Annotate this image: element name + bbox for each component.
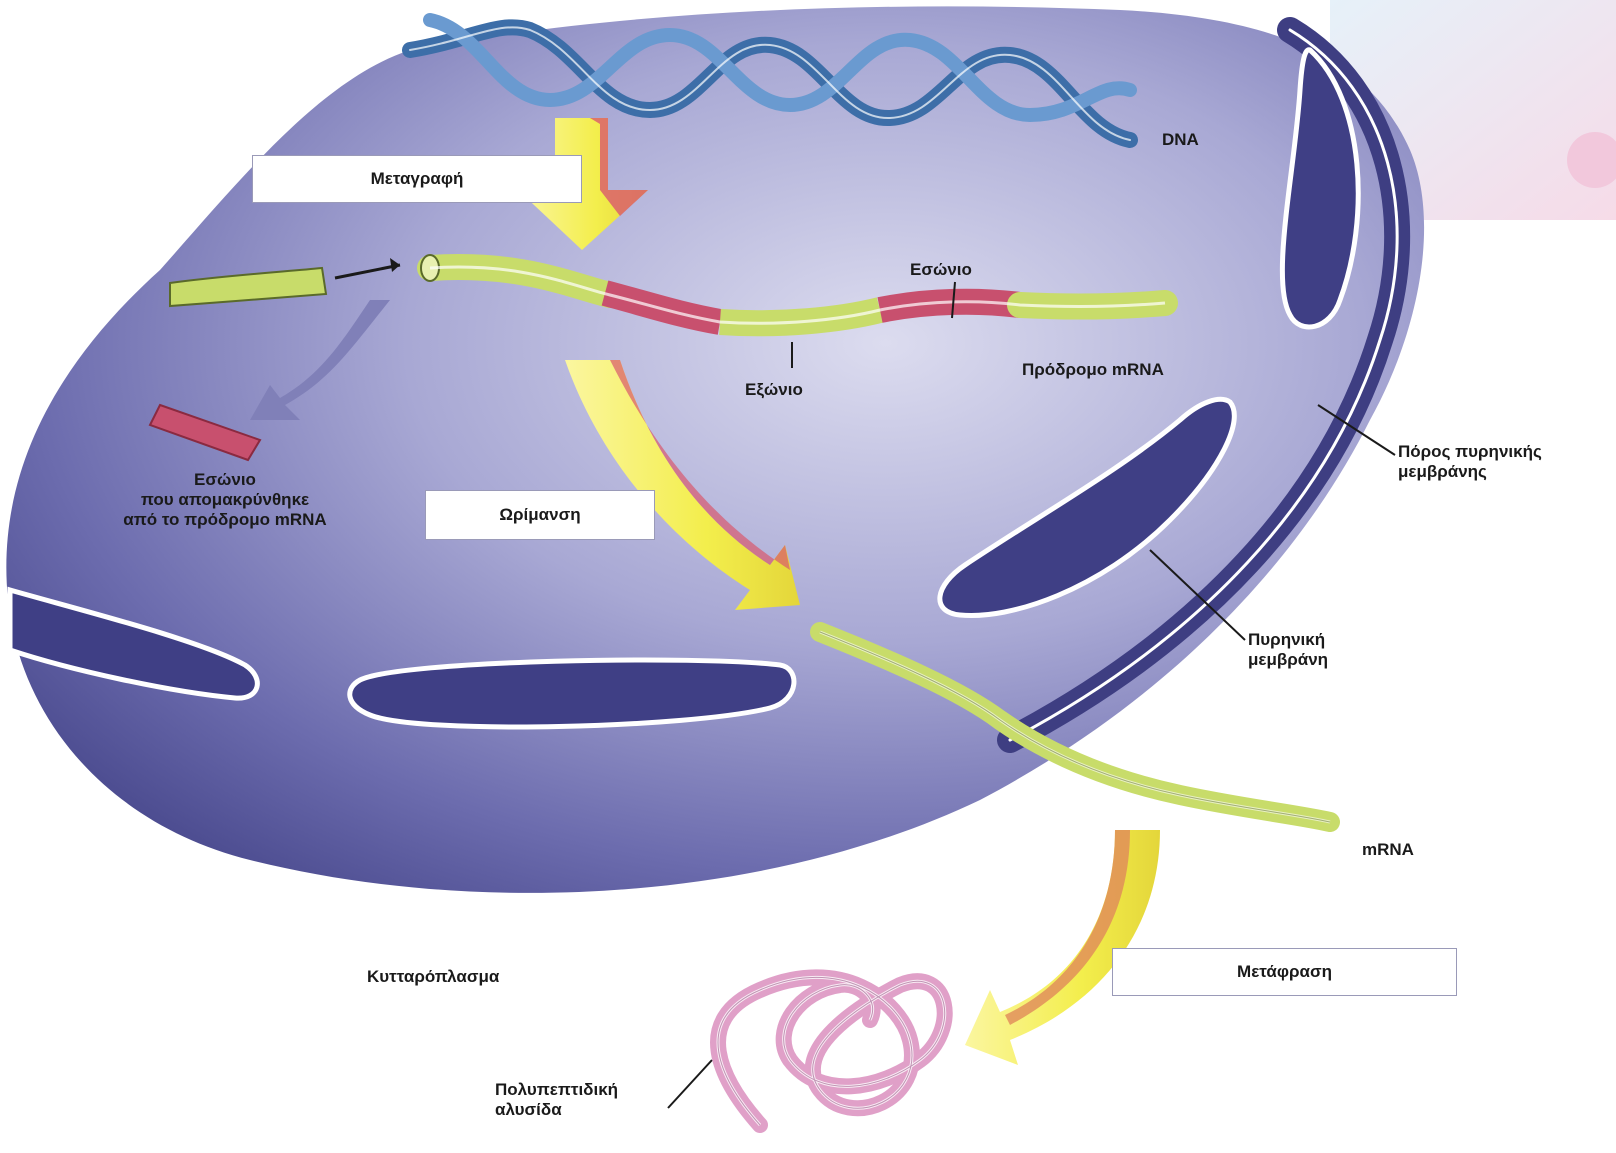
pre-mrna-label: Πρόδρομο mRNA [1022, 360, 1164, 380]
polypeptide-label: Πολυπεπτιδική αλυσίδα [495, 1080, 618, 1120]
nuclear-pore-label: Πόρος πυρηνικής μεμβράνης [1398, 442, 1542, 482]
translation-label: Μετάφραση [1237, 962, 1332, 982]
removed-intron-line-1: Εσώνιο [80, 470, 370, 490]
transcription-box: Μεταγραφή [252, 155, 582, 203]
removed-intron-line-3: από το πρόδρομο mRNA [80, 510, 370, 530]
polypeptide-line-2: αλυσίδα [495, 1100, 618, 1120]
removed-intron-label: Εσώνιο που απομακρύνθηκε από το πρόδρομο… [80, 470, 370, 530]
maturation-box: Ωρίμανση [425, 490, 655, 540]
polypeptide-line-1: Πολυπεπτιδική [495, 1080, 618, 1100]
nuclear-pore-line-1: Πόρος πυρηνικής [1398, 442, 1542, 462]
nuclear-membrane-label: Πυρηνική μεμβράνη [1248, 630, 1328, 670]
intron-label: Εσώνιο [910, 260, 972, 280]
mrna-label: mRNA [1362, 840, 1414, 860]
polypeptide-chain [718, 977, 945, 1125]
nuclear-membrane-line-1: Πυρηνική [1248, 630, 1328, 650]
cytoplasm-label: Κυτταρόπλασμα [367, 967, 499, 987]
maturation-label: Ωρίμανση [499, 505, 580, 525]
removed-intron-line-2: που απομακρύνθηκε [80, 490, 370, 510]
dna-label: DNA [1162, 130, 1199, 150]
translation-box: Μετάφραση [1112, 948, 1457, 996]
exon-label: Εξώνιο [745, 380, 803, 400]
nuclear-pore-line-2: μεμβράνης [1398, 462, 1542, 482]
nuclear-membrane-line-2: μεμβράνη [1248, 650, 1328, 670]
polypeptide-pointer [668, 1060, 712, 1108]
transcription-label: Μεταγραφή [371, 169, 464, 189]
